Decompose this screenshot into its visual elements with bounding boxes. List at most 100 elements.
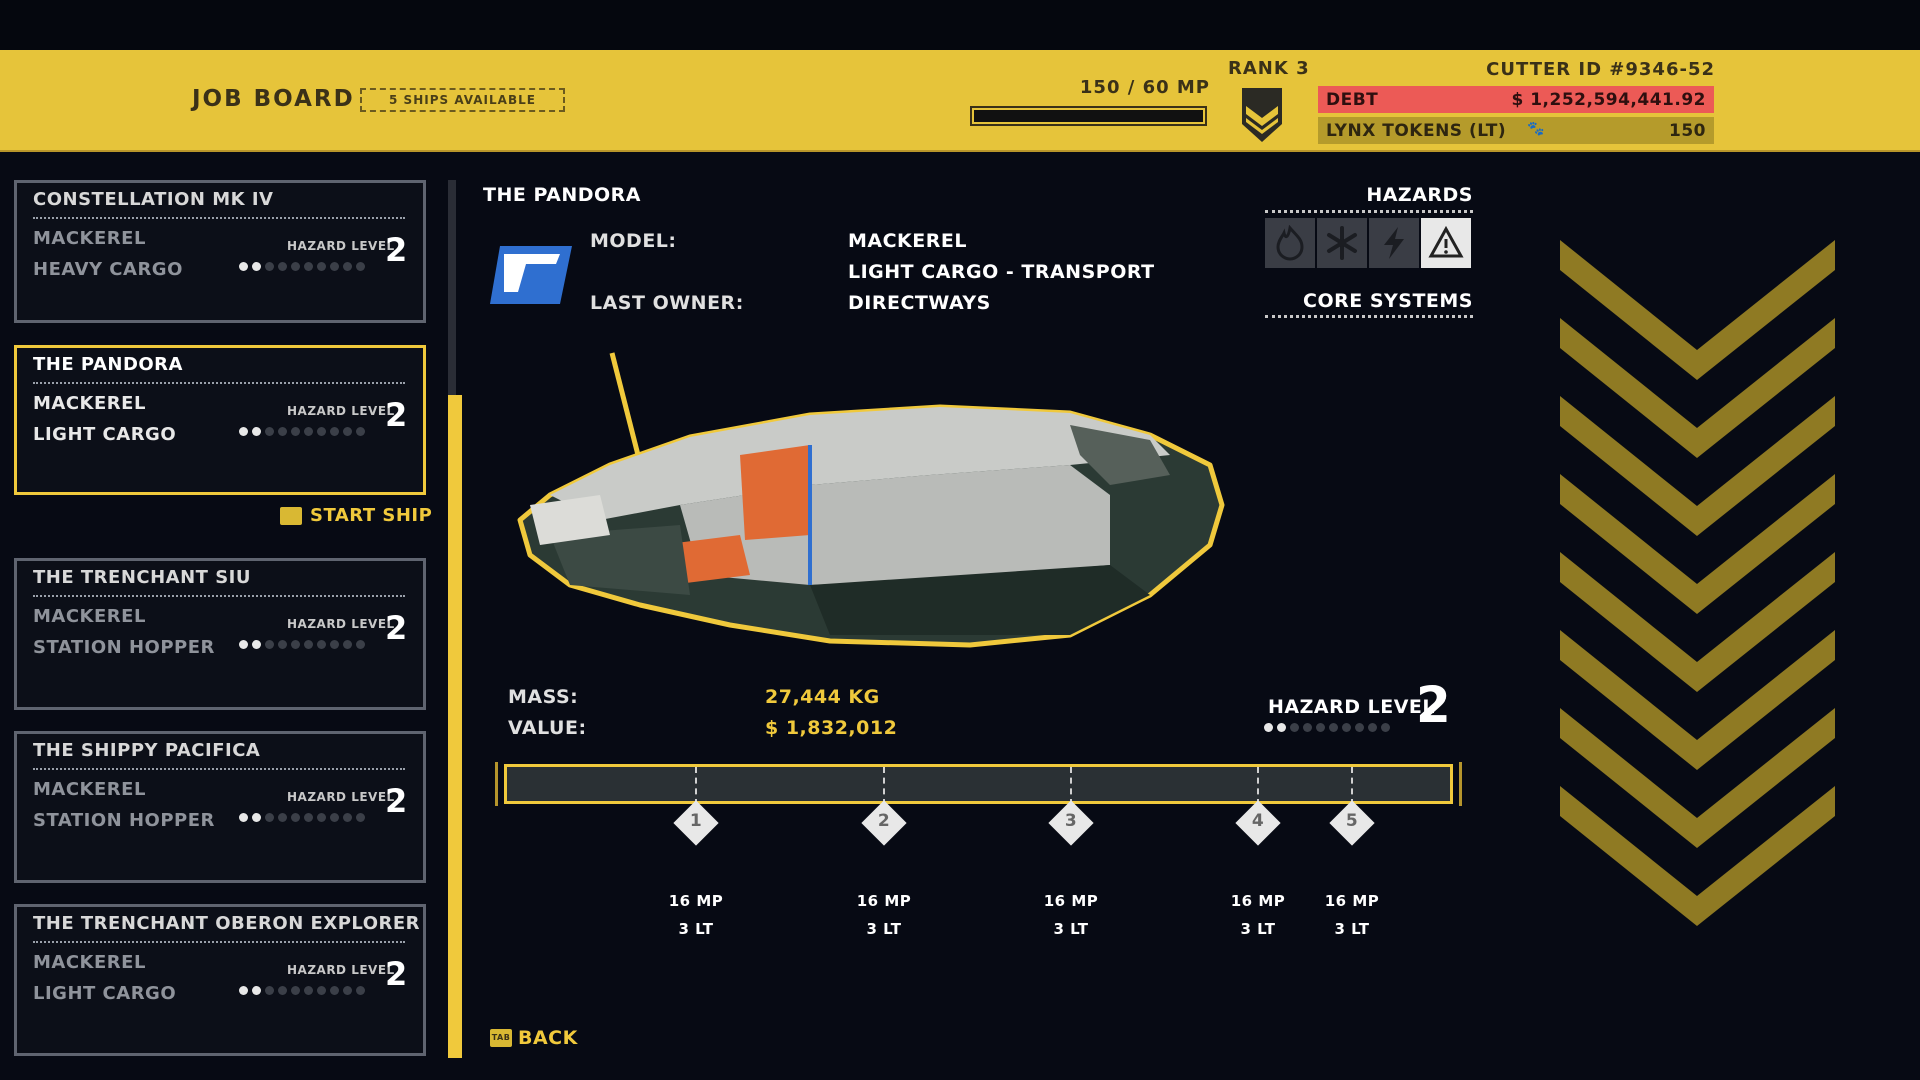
ship-name: CONSTELLATION MK IV	[33, 189, 274, 210]
start-ship-keycap-icon	[280, 506, 302, 525]
ship-card-constellation-mk-iv[interactable]: CONSTELLATION MK IV MACKEREL HEAVY CARGO…	[14, 180, 426, 323]
milestone-lt: 3 LT	[678, 920, 714, 938]
ship-brand-logo-icon	[490, 246, 572, 304]
back-button[interactable]: TAB BACK	[490, 1027, 578, 1049]
hazard-level-label: HAZARD LEVEL	[287, 239, 395, 253]
mp-progress-fill	[974, 110, 1203, 122]
rank-label: RANK 3	[1228, 58, 1310, 79]
milestone-mp: 16 MP	[668, 892, 724, 910]
milestone-5: 5 16 MP 3 LT	[1312, 767, 1392, 947]
salvage-progress-frame	[495, 762, 1462, 806]
ship-type: LIGHT CARGO	[33, 424, 177, 445]
ship-model: MACKEREL	[33, 228, 146, 249]
ship-class-value: LIGHT CARGO - TRANSPORT	[848, 261, 1155, 283]
ship-name: THE SHIPPY PACIFICA	[33, 740, 261, 761]
last-owner-value: DIRECTWAYS	[848, 292, 991, 314]
milestone-mp: 16 MP	[1324, 892, 1380, 910]
cold-icon[interactable]	[1317, 218, 1367, 268]
page-title: JOB BOARD	[192, 86, 355, 112]
tab-keycap-icon: TAB	[490, 1029, 512, 1047]
electric-icon[interactable]	[1369, 218, 1419, 268]
milestone-number: 3	[1064, 811, 1078, 831]
header-bar: JOB BOARD 5 SHIPS AVAILABLE 150 / 60 MP …	[0, 50, 1920, 152]
lynx-token-icon: 🐾	[1527, 121, 1545, 137]
hazard-dots	[239, 986, 365, 995]
hazard-level-value: 2	[385, 955, 408, 993]
mp-progress-bar	[970, 106, 1207, 126]
hazard-dots	[239, 262, 365, 271]
milestone-4: 4 16 MP 3 LT	[1218, 767, 1298, 947]
ships-available-badge: 5 SHIPS AVAILABLE	[360, 88, 565, 112]
fire-icon[interactable]	[1265, 218, 1315, 268]
debt-label: DEBT	[1326, 90, 1379, 110]
ship-list-scrollbar-thumb[interactable]	[448, 395, 462, 1058]
rank-badge-icon	[1242, 88, 1282, 142]
mp-readout: 150 / 60 MP	[1079, 77, 1210, 98]
start-ship-button[interactable]: START SHIP	[280, 505, 432, 526]
ship-card-the-trenchant-oberon-explorer[interactable]: THE TRENCHANT OBERON EXPLORER MACKEREL L…	[14, 904, 426, 1056]
divider	[33, 595, 405, 597]
hazard-icons	[1265, 218, 1471, 268]
hazard-level-label: HAZARD LEVEL	[287, 404, 395, 418]
hazard-level-value: 2	[385, 782, 408, 820]
ship-card-the-pandora[interactable]: THE PANDORA MACKEREL LIGHT CARGO HAZARD …	[14, 345, 426, 495]
milestone-mp: 16 MP	[1230, 892, 1286, 910]
model-value: MACKEREL	[848, 230, 967, 252]
cutter-id: CUTTER ID #9346-52	[1486, 59, 1715, 80]
hazard-level-value: 2	[385, 231, 408, 269]
milestone-lt: 3 LT	[1053, 920, 1089, 938]
milestone-lt: 3 LT	[1334, 920, 1370, 938]
debt-value: $ 1,252,594,441.92	[1511, 90, 1706, 110]
detail-hazard-level-label: HAZARD LEVEL	[1268, 696, 1435, 718]
milestone-number: 2	[877, 811, 891, 831]
ship-model: MACKEREL	[33, 606, 146, 627]
warning-icon[interactable]	[1421, 218, 1471, 268]
salvage-progress-bar	[504, 764, 1453, 804]
milestone-number: 4	[1251, 811, 1265, 831]
milestone-1: 1 16 MP 3 LT	[656, 767, 736, 947]
ship-type: STATION HOPPER	[33, 637, 215, 658]
milestone-mp: 16 MP	[1043, 892, 1099, 910]
hazard-level-value: 2	[385, 396, 408, 434]
ship-model: MACKEREL	[33, 393, 146, 414]
value-label: VALUE:	[508, 717, 587, 739]
lynx-tokens-label: LYNX TOKENS (LT)	[1326, 121, 1507, 141]
hazard-dots	[239, 813, 365, 822]
hazards-title: HAZARDS	[1366, 184, 1473, 206]
hazard-level-label: HAZARD LEVEL	[287, 963, 395, 977]
milestone-number: 1	[689, 811, 703, 831]
mass-value: 27,444 KG	[765, 686, 880, 708]
ship-render	[517, 352, 1225, 648]
hazards-divider	[1265, 210, 1473, 213]
ship-name: THE TRENCHANT OBERON EXPLORER	[33, 913, 421, 934]
last-owner-label: LAST OWNER:	[590, 292, 744, 314]
hazard-dots	[239, 640, 365, 649]
divider	[33, 217, 405, 219]
ship-name: THE PANDORA	[33, 354, 183, 375]
value-value: $ 1,832,012	[765, 717, 898, 739]
detail-ship-title: THE PANDORA	[483, 184, 642, 206]
back-label: BACK	[518, 1027, 578, 1049]
hazard-level-value: 2	[385, 609, 408, 647]
model-label: MODEL:	[590, 230, 677, 252]
divider	[33, 941, 405, 943]
ship-type: STATION HOPPER	[33, 810, 215, 831]
lynx-tokens-value: 150	[1669, 121, 1706, 141]
milestone-2: 2 16 MP 3 LT	[844, 767, 924, 947]
ship-card-the-shippy-pacifica[interactable]: THE SHIPPY PACIFICA MACKEREL STATION HOP…	[14, 731, 426, 883]
hazard-dots	[239, 427, 365, 436]
chevron-decoration-icon	[1560, 240, 1835, 926]
start-ship-label: START SHIP	[310, 505, 433, 526]
divider	[33, 382, 405, 384]
detail-hazard-level-value: 2	[1416, 676, 1452, 734]
milestone-mp: 16 MP	[856, 892, 912, 910]
milestone-lt: 3 LT	[866, 920, 902, 938]
core-systems-divider	[1265, 315, 1473, 318]
ship-model: MACKEREL	[33, 779, 146, 800]
hazard-level-label: HAZARD LEVEL	[287, 617, 395, 631]
ship-type: LIGHT CARGO	[33, 983, 177, 1004]
ship-card-the-trenchant-siu[interactable]: THE TRENCHANT SIU MACKEREL STATION HOPPE…	[14, 558, 426, 710]
divider	[33, 768, 405, 770]
milestone-3: 3 16 MP 3 LT	[1031, 767, 1111, 947]
ship-model: MACKEREL	[33, 952, 146, 973]
